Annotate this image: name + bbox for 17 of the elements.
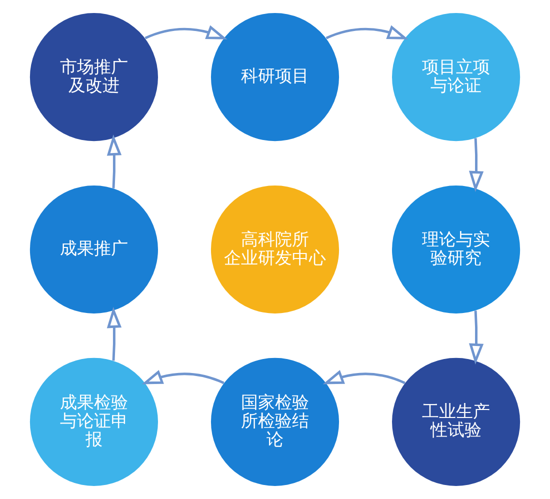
arrow [144, 25, 228, 40]
arrow [468, 138, 484, 192]
arrow [142, 370, 224, 384]
node-circle: 理论与实验研究 [392, 185, 520, 314]
node-circle: 国家检验所检验结论 [210, 358, 340, 486]
node-circle: 成果推广 [30, 185, 158, 314]
node-circle: 高科院所 企业研发中心 [210, 185, 340, 314]
arrow [106, 134, 122, 188]
node-circle: 项目立项与论证 [392, 13, 520, 142]
node-circle: 科研项目 [210, 13, 340, 142]
arrow [326, 25, 408, 40]
arrow [322, 370, 406, 384]
node-circle: 成果检验与论证申报 [30, 358, 158, 486]
arrow [106, 306, 122, 361]
node-circle: 工业生产性试验 [392, 358, 520, 486]
node-circle: 市场推广及改进 [30, 13, 158, 142]
arrow [468, 310, 484, 364]
